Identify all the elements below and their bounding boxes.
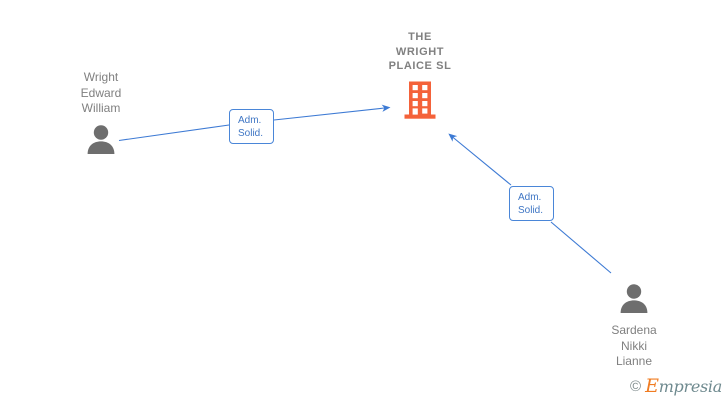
relation-2-line-a bbox=[550, 221, 612, 274]
company-node[interactable]: THE WRIGHT PLAICE SL bbox=[355, 30, 485, 125]
relation-label-2[interactable]: Adm. Solid. bbox=[509, 186, 554, 221]
person-node-right[interactable]: Sardena Nikki Lianne bbox=[574, 282, 694, 370]
brand-initial: E bbox=[645, 375, 659, 397]
brand-rest: mpresia bbox=[658, 377, 723, 396]
person-right-name: Sardena Nikki Lianne bbox=[611, 323, 657, 368]
person-icon[interactable] bbox=[41, 123, 161, 160]
company-title: THE WRIGHT PLAICE SL bbox=[388, 31, 452, 72]
relation-label-2-line1: Adm. bbox=[518, 192, 542, 203]
relation-1-line-a bbox=[118, 124, 230, 142]
relation-label-2-line2: Solid. bbox=[518, 205, 544, 216]
relation-label-1-line1: Adm. bbox=[238, 115, 262, 126]
relation-1-line-b bbox=[273, 104, 391, 121]
building-icon[interactable] bbox=[355, 80, 485, 125]
relation-2-line-b bbox=[448, 133, 512, 186]
relation-label-1[interactable]: Adm. Solid. bbox=[229, 109, 274, 144]
copyright-icon: © bbox=[630, 378, 642, 395]
relation-label-1-line2: Solid. bbox=[238, 128, 264, 139]
watermark: © Empresia bbox=[630, 377, 722, 396]
person-icon[interactable] bbox=[574, 282, 694, 319]
person-node-left[interactable]: Wright Edward William bbox=[41, 70, 161, 160]
brand-logo: Empresia bbox=[645, 377, 722, 396]
person-left-name: Wright Edward William bbox=[80, 70, 122, 115]
